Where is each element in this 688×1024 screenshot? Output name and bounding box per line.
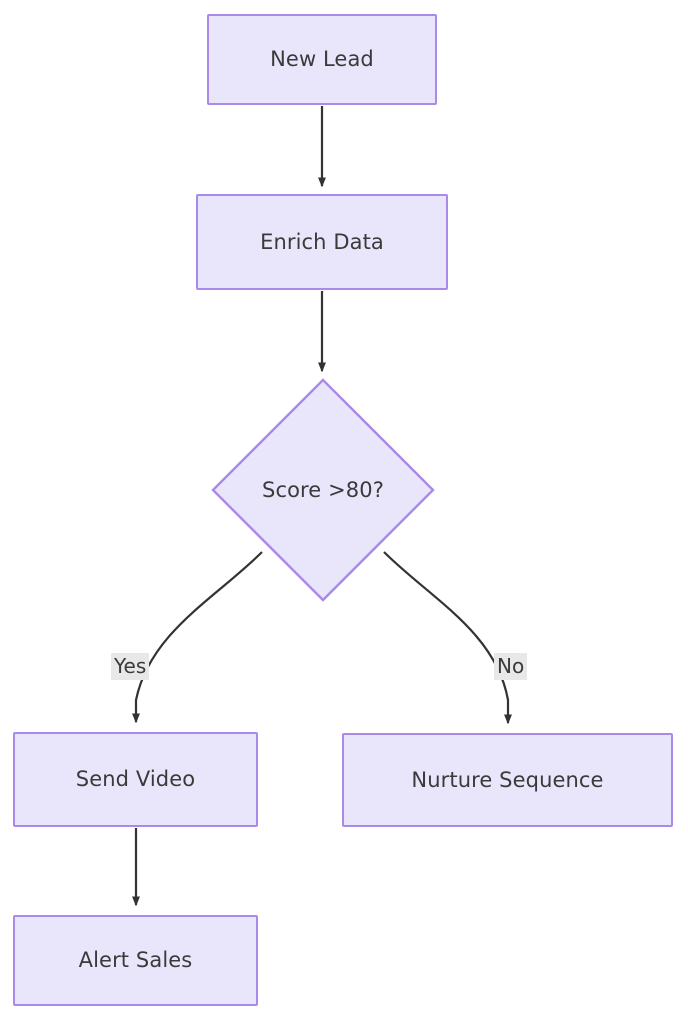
edge-label-yes: Yes <box>111 653 150 680</box>
node-score-check-label: Score >80? <box>262 477 384 502</box>
node-nurture-sequence[interactable]: Nurture Sequence <box>342 733 673 827</box>
node-nurture-sequence-label: Nurture Sequence <box>411 767 604 792</box>
node-enrich-data-label: Enrich Data <box>260 229 384 254</box>
diamond-shape <box>211 378 435 602</box>
node-new-lead[interactable]: New Lead <box>207 14 437 105</box>
node-score-check[interactable]: Score >80? <box>211 378 435 602</box>
node-send-video[interactable]: Send Video <box>13 732 258 827</box>
edge-label-no: No <box>494 653 528 680</box>
node-new-lead-label: New Lead <box>270 47 374 71</box>
node-send-video-label: Send Video <box>75 767 196 791</box>
node-alert-sales[interactable]: Alert Sales <box>13 915 258 1006</box>
node-enrich-data[interactable]: Enrich Data <box>196 194 448 290</box>
node-alert-sales-label: Alert Sales <box>78 948 193 972</box>
